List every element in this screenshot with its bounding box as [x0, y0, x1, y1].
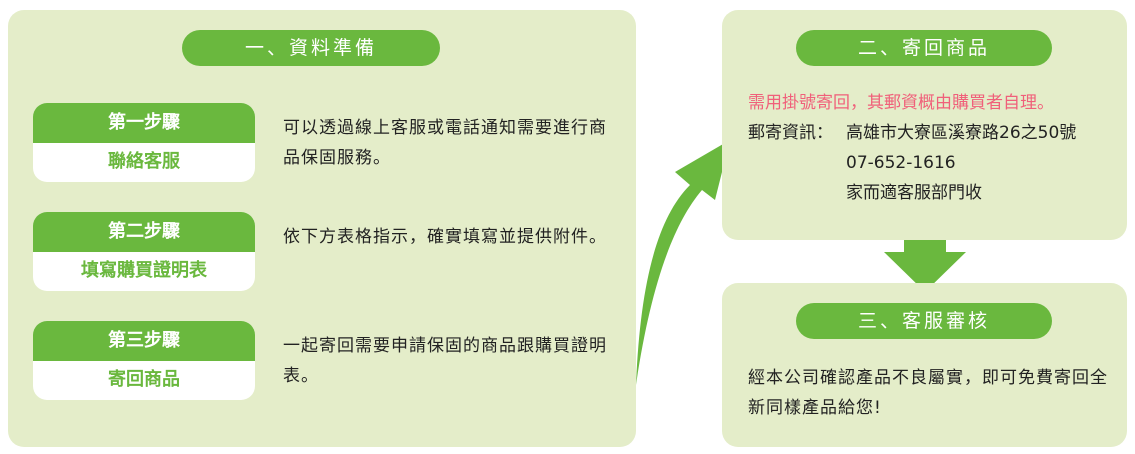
- step-label: 第一步驟: [33, 103, 255, 143]
- step-card-2: 第二步驟填寫購買證明表: [33, 212, 255, 291]
- step-name: 寄回商品: [108, 369, 180, 390]
- address: 高雄市大寮區溪寮路26之50號: [846, 123, 1077, 143]
- step-desc-1: 可以透過線上客服或電話通知需要進行商品保固服務。: [283, 118, 607, 168]
- section3-title: 三、客服審核: [796, 303, 1052, 339]
- postage-notice: 需用掛號寄回，其郵資概由購買者自理。: [748, 93, 1054, 113]
- step-card-3: 第三步驟寄回商品: [33, 321, 255, 400]
- step-name: 聯絡客服: [108, 151, 180, 172]
- review-desc: 經本公司確認產品不良屬實，即可免費寄回全新同樣產品給您!: [748, 368, 1108, 418]
- phone: 07-652-1616: [846, 153, 956, 173]
- step-label: 第二步驟: [33, 212, 255, 252]
- section2-title: 二、寄回商品: [796, 30, 1052, 66]
- step-name: 填寫購買證明表: [81, 260, 207, 281]
- step-desc-2: 依下方表格指示，確實填寫並提供附件。: [283, 227, 607, 247]
- step-label: 第三步驟: [33, 321, 255, 361]
- recipient: 家而適客服部門收: [846, 183, 982, 203]
- step-card-1: 第一步驟聯絡客服: [33, 103, 255, 182]
- section1-title: 一、資料準備: [182, 30, 440, 66]
- mail-info-label: 郵寄資訊：: [748, 123, 833, 143]
- curved-arrow-icon: [636, 140, 730, 385]
- step-desc-3: 一起寄回需要申請保固的商品跟購買證明表。: [283, 336, 607, 386]
- down-arrow-icon: [884, 226, 966, 292]
